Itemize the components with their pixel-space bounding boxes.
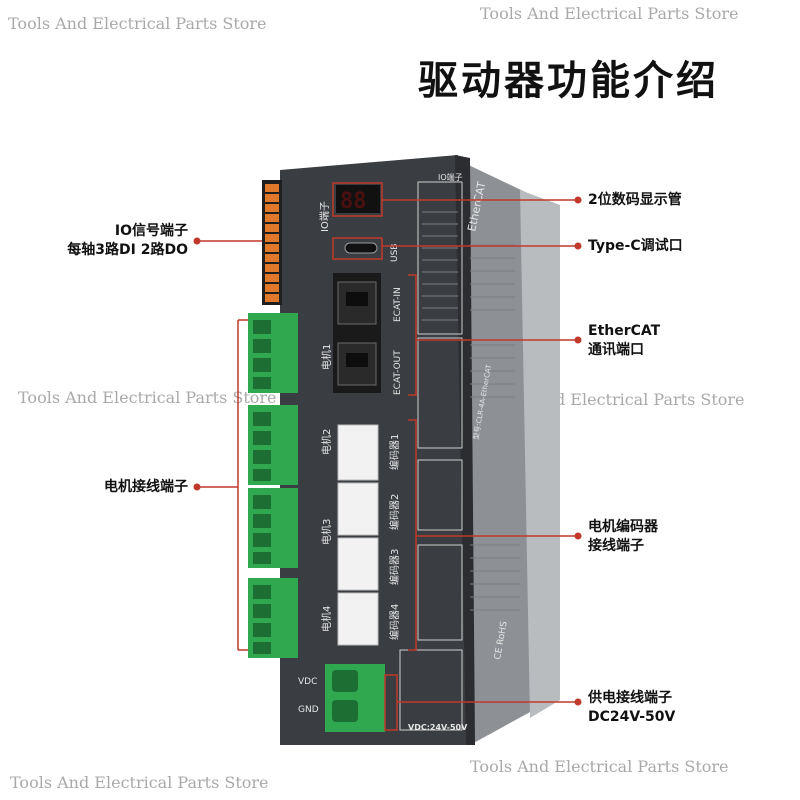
motor-1-label: 电机1 bbox=[320, 344, 333, 370]
watermark-bottom-right: Tools And Electrical Parts Store bbox=[470, 757, 729, 776]
callout-encoder: 电机编码器 接线端子 bbox=[588, 518, 658, 556]
io-label: IO端子 bbox=[318, 201, 331, 232]
watermark-top-left: Tools And Electrical Parts Store bbox=[8, 14, 267, 33]
watermark-bottom-left: Tools And Electrical Parts Store bbox=[10, 773, 269, 792]
callout-display: 2位数码显示管 bbox=[588, 192, 682, 208]
callout-power-title: 供电接线端子 bbox=[588, 690, 672, 706]
motor-3-label: 电机3 bbox=[320, 519, 333, 545]
gnd-label: GND bbox=[298, 705, 319, 715]
callout-encoder-title: 电机编码器 bbox=[588, 519, 658, 535]
encoder-4-label: 编码器4 bbox=[388, 604, 401, 640]
usb-label: USB bbox=[390, 244, 400, 262]
power-rating-label: VDC:24V-50V bbox=[408, 723, 468, 732]
callout-encoder-detail: 接线端子 bbox=[588, 538, 644, 554]
callout-io-detail: 每轴3路DI 2路DO bbox=[67, 242, 188, 258]
svg-text:88: 88 bbox=[340, 189, 367, 214]
motor-4-label: 电机4 bbox=[320, 606, 333, 632]
watermark-middle-left: Tools And Electrical Parts Store bbox=[18, 388, 277, 407]
ecat-out-label: ECAT-OUT bbox=[393, 350, 403, 395]
callout-ethercat-detail: 通讯端口 bbox=[588, 342, 644, 358]
page-title: 驱动器功能介绍 bbox=[418, 58, 719, 104]
callout-io-terminals: IO信号端子 每轴3路DI 2路DO bbox=[40, 222, 188, 260]
callout-power-detail: DC24V-50V bbox=[588, 709, 676, 725]
watermark-top-right: Tools And Electrical Parts Store bbox=[480, 4, 739, 23]
ecat-in-label: ECAT-IN bbox=[393, 287, 403, 322]
callout-typec: Type-C调试口 bbox=[588, 238, 683, 254]
encoder-1-label: 编码器1 bbox=[388, 434, 401, 470]
callout-ethercat: EtherCAT 通讯端口 bbox=[588, 322, 660, 360]
encoder-3-label: 编码器3 bbox=[388, 549, 401, 585]
callout-motor-terminals: 电机接线端子 bbox=[104, 479, 188, 495]
motor-2-label: 电机2 bbox=[320, 429, 333, 455]
encoder-2-label: 编码器2 bbox=[388, 494, 401, 530]
io-panel-title: IO端子 bbox=[438, 172, 463, 182]
callout-power: 供电接线端子 DC24V-50V bbox=[588, 689, 675, 727]
vdc-label: VDC bbox=[298, 677, 317, 687]
callout-io-title: IO信号端子 bbox=[114, 223, 188, 239]
callout-ethercat-title: EtherCAT bbox=[588, 323, 661, 339]
